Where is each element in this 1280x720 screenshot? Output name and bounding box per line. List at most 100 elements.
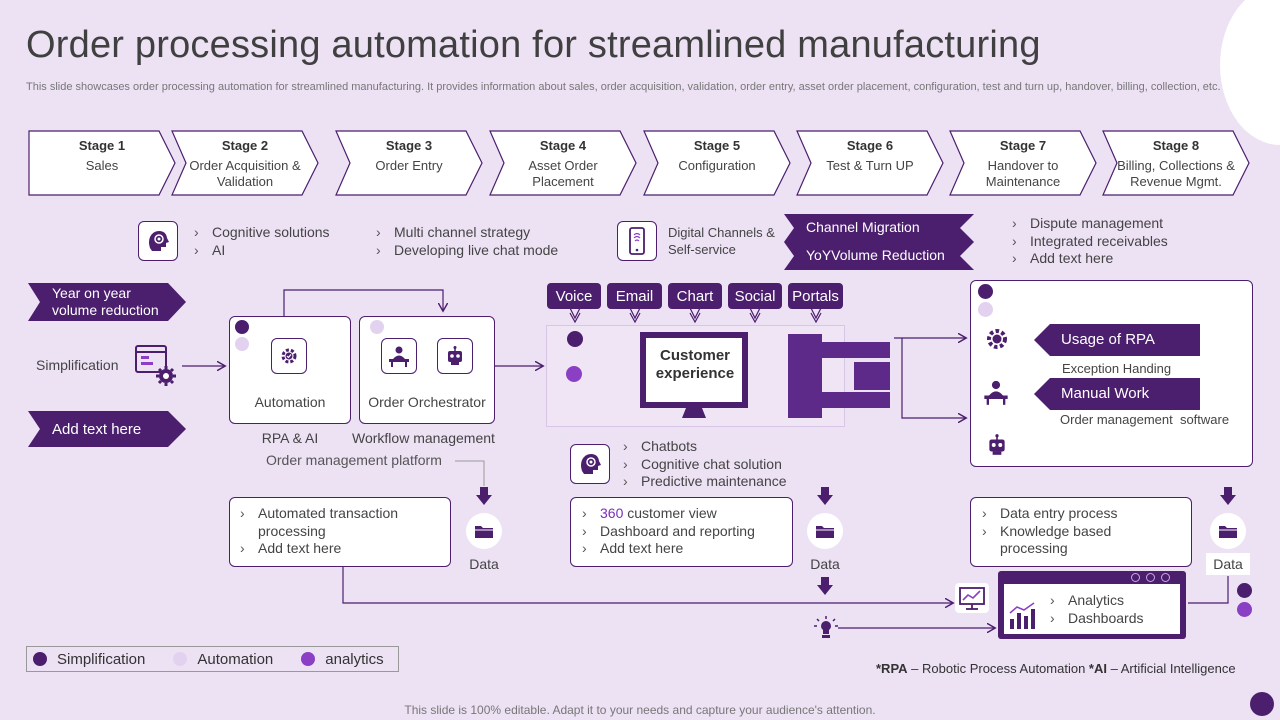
data-label: Data <box>469 556 499 572</box>
data-label-bg <box>1206 553 1250 575</box>
list-item: ›Dashboards <box>1050 609 1144 626</box>
yoy-reduction-tag-shape <box>784 242 974 270</box>
stage-chevron-shape <box>28 130 176 196</box>
digital-channels-label: Digital Channels & Self-service <box>668 225 775 257</box>
list-item: ›Analytics <box>1050 592 1125 608</box>
settings-window-icon <box>134 344 178 393</box>
legend-swatch-automation <box>173 652 188 666</box>
usage-rpa-tag: Usage of RPA <box>1061 331 1155 348</box>
window-control-dot <box>1161 573 1170 582</box>
list-item: ›AI <box>194 241 226 258</box>
list-item: ›Data entry process <box>982 505 1118 521</box>
data-entry-box <box>970 497 1192 567</box>
legend: Simplification Automation analytics <box>26 646 399 672</box>
channel-social: Social <box>728 283 782 309</box>
analytics-chart-icon <box>955 583 989 613</box>
top-bullets-2: ›Multi channel strategy ›Developing live… <box>376 224 558 259</box>
legend-label: Simplification <box>57 650 146 668</box>
stage-6: Stage 6 Test & Turn UP <box>796 130 944 196</box>
left-add-tag: Add text here <box>52 421 142 438</box>
list-item: ›Developing live chat mode <box>376 241 559 258</box>
legend-swatch-analytics <box>301 652 316 666</box>
smartphone-icon <box>617 221 657 261</box>
automation-dot <box>370 320 384 334</box>
order-orchestrator-label: Order Orchestrator <box>368 394 486 410</box>
data-entry-bullets: ›Data entry process ›Knowledge based pro… <box>982 505 1182 558</box>
gear-check-icon <box>271 338 307 374</box>
stage-4: Stage 4 Asset Order Placement <box>489 130 637 196</box>
customer-view-box <box>570 497 793 567</box>
brain-head-icon <box>570 444 610 484</box>
list-item: ›Dispute management <box>1012 215 1164 231</box>
stage-chevron-shape <box>949 130 1097 196</box>
simplification-dot <box>1237 583 1252 598</box>
stage-number: Stage 7 <box>999 138 1047 153</box>
robot-icon <box>437 338 473 374</box>
page-subtitle: This slide showcases order processing au… <box>26 81 1221 93</box>
window-control-dot <box>1131 573 1140 582</box>
simplification-dot <box>567 331 583 347</box>
yoy-reduction-tag: YoYVolume Reduction <box>806 247 945 263</box>
analytics-dot <box>1237 602 1252 617</box>
stage-7: Stage 7 Handover to Maintenance <box>949 130 1097 196</box>
connector-block-shape <box>788 334 890 418</box>
simplification-dot <box>978 284 993 299</box>
gear-check-icon <box>984 326 1010 357</box>
footnote: *RPA – Robotic Process Automation *AI – … <box>876 661 1236 676</box>
stage-number: Stage 4 <box>539 138 587 153</box>
page-title: Order processing automation for streamli… <box>26 24 1041 66</box>
stage-number: Stage 8 <box>1152 138 1200 153</box>
order-management-platform-label: Order management platform <box>266 452 442 468</box>
list-item: ›Chatbots <box>623 438 698 454</box>
channel-portals: Portals <box>788 283 843 309</box>
list-item: ›Cognitive solutions <box>194 224 330 240</box>
bar-chart-icon <box>1007 601 1039 636</box>
channel-voice: Voice <box>547 283 601 309</box>
stage-1: Stage 1 Sales <box>28 130 176 196</box>
list-item: ›Dashboard and reporting <box>582 522 755 539</box>
transaction-box <box>229 497 451 567</box>
stage-name: Asset Order Placement <box>528 158 598 189</box>
chat-bullets: ›Chatbots ›Cognitive chat solution ›Pred… <box>623 438 787 491</box>
stage-chevron-shape <box>171 130 319 196</box>
legend-swatch-simplification <box>33 652 47 666</box>
rpa-ai-label: RPA & AI <box>261 430 319 446</box>
stage-name: Handover to Maintenance <box>985 158 1061 189</box>
stage-name: Sales <box>85 158 119 173</box>
corner-dot <box>1250 692 1274 716</box>
stage-name: Test & Turn UP <box>826 158 914 173</box>
stage-number: Stage 6 <box>846 138 894 153</box>
left-add-tag-shape <box>28 411 186 447</box>
stage-number: Stage 1 <box>78 138 126 153</box>
stage-chevron-shape <box>489 130 637 196</box>
analytics-dot <box>566 366 582 382</box>
rpa-panel <box>970 280 1253 467</box>
data-label: Data <box>1213 556 1243 572</box>
footer-text: This slide is 100% editable. Adapt it to… <box>404 703 876 717</box>
yoy-volume-tag: Year on year volume reduction <box>52 285 159 318</box>
stage-chevron-shape <box>643 130 791 196</box>
transaction-bullets: ›Automated transaction processing ›Add t… <box>240 505 445 558</box>
worker-desk-icon <box>982 379 1010 410</box>
channel-email: Email <box>607 283 662 309</box>
stage-chevron-shape <box>796 130 944 196</box>
legend-label: Automation <box>197 650 274 668</box>
exception-label: Exception Handing <box>1062 361 1172 376</box>
list-item: ›Add text here <box>582 540 684 556</box>
stage-number: Stage 5 <box>693 138 741 153</box>
channel-migration-tag-shape <box>784 214 974 242</box>
folder-icon <box>807 513 843 549</box>
list-item: ›Integrated receivables <box>1012 232 1168 249</box>
list-item: ›Multi channel strategy <box>376 224 531 240</box>
workflow-label: Workflow management <box>352 430 495 446</box>
folder-icon <box>466 513 502 549</box>
stage-number: Stage 3 <box>385 138 433 153</box>
automation-dot <box>978 302 993 317</box>
channel-chart: Chart <box>668 283 722 309</box>
simplification-label: Simplification <box>36 357 119 373</box>
right-bullets: ›Dispute management ›Integrated receivab… <box>1012 215 1168 268</box>
automation-label: Automation <box>254 394 326 410</box>
